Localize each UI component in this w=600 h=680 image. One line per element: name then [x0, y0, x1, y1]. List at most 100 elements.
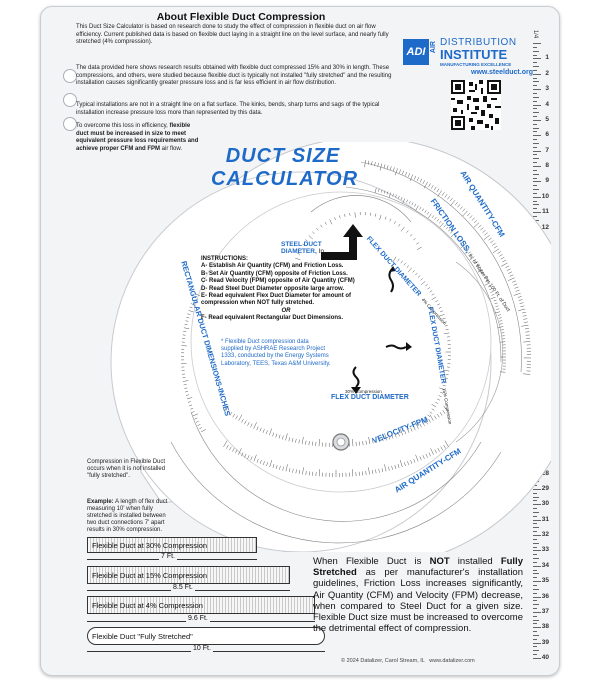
scale-tick: [482, 274, 486, 277]
scale-tick: [397, 195, 400, 199]
scale-tick: [434, 217, 437, 220]
instructions-block: INSTRUCTIONS: A- Establish Air Quantity …: [201, 256, 371, 323]
compression-example: Example: A length of flex duct measuring…: [87, 499, 172, 534]
instruction-f: F- Read equivalent Rectangular Duct Dime…: [201, 315, 344, 322]
scale-tick: [365, 470, 367, 475]
ruler-tick: [533, 162, 537, 164]
adi-website-url: www.steelduct.org: [471, 69, 533, 76]
scale-tick: [466, 212, 471, 217]
scale-tick: [223, 440, 228, 447]
duct-calculator-wheel[interactable]: [101, 142, 551, 552]
scale-tick: [443, 369, 450, 372]
scale-tick: [428, 418, 431, 423]
scale-tick: [413, 426, 416, 431]
scale-tick: [475, 261, 478, 264]
scale-tick: [426, 211, 430, 215]
ruler-tick: [533, 73, 541, 75]
qr-code-icon[interactable]: [451, 80, 501, 130]
ruler-tick: [533, 646, 537, 648]
scale-tick: [374, 187, 377, 194]
scale-tick: [499, 254, 503, 257]
ruler-label: 31: [541, 515, 549, 523]
ruler-tick: [533, 69, 537, 71]
about-paragraph-3: Typical installations are not in a strai…: [76, 102, 380, 116]
scale-tick: [438, 395, 442, 397]
scale-tick: [417, 275, 421, 278]
arc-label-flex-duct-30: 30% Compression FLEX DUCT DIAMETER: [331, 389, 409, 401]
scale-tick: [468, 251, 471, 254]
ruler-label: 8: [545, 162, 549, 169]
ruler-tick: [533, 519, 541, 521]
scale-tick: [425, 417, 428, 420]
scale-tick: [407, 461, 409, 466]
scale-tick: [488, 237, 492, 241]
ruler-tick: [533, 204, 539, 206]
scale-tick: [492, 243, 496, 246]
scale-tick: [442, 317, 446, 320]
ruler-tick: [533, 219, 539, 221]
ruler-tick: [533, 596, 541, 598]
scale-tick: [423, 181, 428, 189]
scale-tick: [397, 464, 400, 469]
scale-tick: [408, 200, 411, 204]
scale-tick: [435, 402, 439, 404]
scale-tick: [379, 214, 382, 221]
scale-tick: [497, 314, 501, 316]
scale-tick: [324, 221, 327, 225]
scale-tick: [490, 240, 494, 244]
scale-tick: [301, 436, 304, 445]
scale-tick: [194, 293, 201, 297]
scale-tick: [443, 381, 447, 383]
ruler-label: 37: [541, 607, 549, 615]
ruler-tick: [533, 604, 539, 606]
scale-tick: [389, 218, 392, 222]
instruction-e: E- Read equivalent Flex Duct Diameter fo…: [201, 293, 352, 307]
scale-tick: [502, 259, 507, 263]
scale-tick: [312, 231, 315, 234]
bottom-text-part2: installed: [449, 556, 501, 567]
bottom-text-part1: When Flexible Duct is: [313, 556, 430, 567]
ruler-tick: [533, 208, 537, 210]
scale-tick: [297, 252, 301, 255]
scale-tick: [299, 248, 303, 251]
scale-tick: [184, 323, 188, 326]
ruler-label: 6: [545, 131, 549, 139]
scale-tick: [431, 293, 435, 296]
adi-logo: ADI AIR DISTRIBUTION INSTITUTE MANUFACTU…: [403, 37, 516, 71]
scale-tick: [384, 433, 387, 441]
scale-tick: [439, 412, 443, 416]
binder-hole-bottom: [63, 117, 77, 131]
scale-tick: [445, 226, 449, 230]
ruler-tick: [533, 573, 539, 575]
scale-tick: [187, 313, 191, 315]
scale-tick: [406, 230, 409, 233]
ruler-tick: [533, 608, 537, 610]
ruler-tick: [533, 85, 537, 87]
scale-tick: [291, 438, 294, 443]
scale-tick: [436, 218, 439, 222]
scale-tick: [285, 464, 288, 472]
scale-tick: [381, 437, 384, 442]
ruler-tick: [533, 50, 539, 52]
adi-logo-air: AIR: [430, 41, 437, 54]
ruler-tick: [533, 96, 539, 98]
scale-tick: [407, 428, 410, 433]
scale-tick: [506, 268, 511, 271]
scale-tick: [480, 227, 484, 231]
scale-tick: [185, 394, 189, 396]
scale-tick: [223, 405, 229, 412]
scale-tick: [524, 328, 529, 330]
scale-tick: [183, 327, 190, 330]
scale-tick: [473, 222, 480, 228]
scale-tick: [378, 468, 380, 473]
dim-4: 9.6 Ft.: [186, 615, 210, 622]
instructions-title: INSTRUCTIONS:: [201, 256, 248, 262]
scale-tick: [470, 253, 473, 257]
scale-tick: [437, 303, 440, 306]
instruction-a: A- Establish Air Quantity (CFM) and Fric…: [201, 263, 344, 270]
ruler-tick: [533, 546, 537, 548]
scale-tick: [495, 305, 499, 307]
scale-tick: [454, 235, 458, 238]
scale-tick: [444, 377, 448, 379]
scale-tick: [499, 323, 503, 325]
